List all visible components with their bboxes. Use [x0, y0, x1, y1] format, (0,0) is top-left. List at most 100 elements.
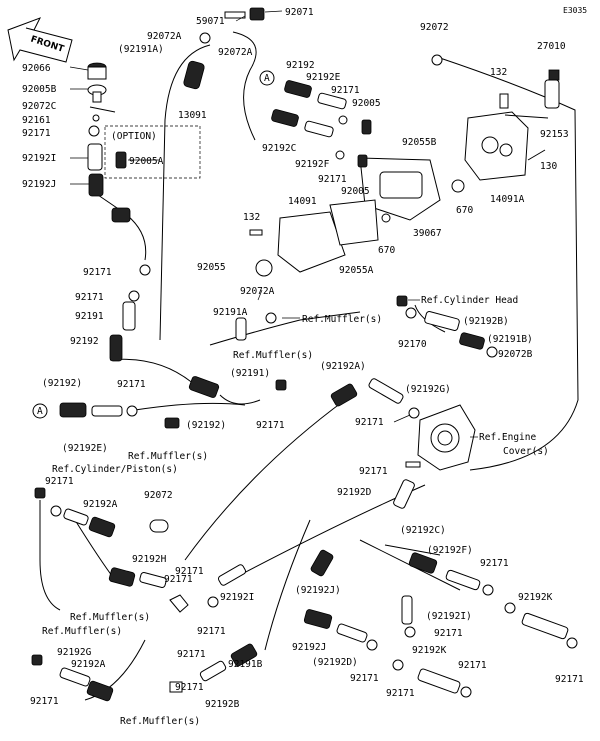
- hose-part: [59, 402, 87, 418]
- connector-line: [384, 544, 441, 556]
- part-label: 92171: [480, 558, 509, 569]
- diagram-code: E3035: [563, 6, 587, 15]
- clamp-part: [199, 32, 211, 44]
- connector-line: [184, 399, 346, 561]
- part-label: 92072A: [240, 286, 275, 297]
- part-label: 92171: [355, 417, 384, 428]
- bolt-part: [499, 93, 509, 109]
- connector-line: [97, 194, 147, 261]
- callout-a: A: [264, 73, 270, 84]
- clip-part: [405, 307, 417, 319]
- part-label: 92192I: [220, 592, 254, 603]
- part-label: 92191B: [228, 659, 263, 670]
- clip-part: [50, 505, 62, 517]
- clip-part: [392, 659, 404, 671]
- clip-part: [404, 626, 416, 638]
- part-label: 92171: [331, 85, 360, 96]
- grommet-part: [183, 60, 205, 90]
- connector-line: [439, 57, 579, 471]
- hose-part: [304, 120, 334, 138]
- part-label: 92171: [175, 566, 204, 577]
- front-arrow-icon: FRONT: [7, 17, 73, 63]
- connector-line: [134, 402, 246, 411]
- plate-part: [379, 171, 423, 199]
- hose-part: [336, 623, 368, 643]
- part-label: 92171: [45, 476, 74, 487]
- part-label: (92191): [230, 368, 270, 379]
- part-label: 92192: [286, 60, 315, 71]
- hose-part: [91, 405, 123, 417]
- leader-line: [393, 414, 411, 423]
- part-label: (92192D): [312, 657, 358, 668]
- clip-part: [335, 150, 345, 160]
- part-label: 92055B: [402, 137, 437, 148]
- clamp-part: [486, 346, 498, 358]
- hose-part: [109, 334, 123, 362]
- option-box: [104, 125, 201, 179]
- part-label: Ref.Muffler(s): [302, 314, 382, 325]
- part-label: 92170: [398, 339, 427, 350]
- part-label: 92192H: [132, 554, 167, 565]
- clamp-part: [431, 54, 443, 66]
- fitting-part: [361, 119, 372, 135]
- tee-fitting-part: [169, 594, 189, 613]
- hose-part: [87, 143, 103, 171]
- part-label: 92192K: [412, 645, 447, 656]
- part-label: 92072A: [218, 47, 253, 58]
- part-label: 92192D: [337, 487, 372, 498]
- hose-part: [217, 564, 247, 586]
- callout-a: A: [37, 406, 43, 417]
- part-label: Ref.Muffler(s): [42, 626, 122, 637]
- option-box-title: (OPTION): [111, 131, 157, 142]
- part-label: 92055A: [339, 265, 374, 276]
- part-label: (92192B): [463, 316, 509, 327]
- hose-part: [271, 109, 299, 127]
- hose-part: [408, 552, 438, 574]
- hose-part: [303, 609, 333, 629]
- part-label: Ref.Muffler(s): [128, 451, 208, 462]
- fitting-part: [396, 295, 408, 307]
- part-label: 92192F: [295, 159, 330, 170]
- part-label: 92005: [341, 186, 370, 197]
- part-label: 92072: [420, 22, 449, 33]
- part-label: Ref.Muffler(s): [233, 350, 313, 361]
- part-label: 92161: [22, 115, 51, 126]
- o-ring-part: [255, 259, 273, 277]
- part-label: 132: [490, 67, 507, 78]
- hose-part: [188, 376, 220, 398]
- part-label: 92171: [117, 379, 146, 390]
- part-label: Ref.Muffler(s): [120, 716, 200, 727]
- part-label: 92072A: [147, 31, 182, 42]
- hose-part: [417, 668, 461, 694]
- part-label: 92005: [352, 98, 381, 109]
- part-label: 92192C: [262, 143, 296, 154]
- hose-part: [86, 680, 114, 702]
- connector-line: [209, 311, 361, 346]
- part-label: 92072C: [22, 101, 56, 112]
- hose-part: [424, 310, 460, 332]
- part-label: 92171: [83, 267, 112, 278]
- leader-line: [264, 10, 283, 13]
- clip-part: [126, 405, 138, 417]
- hose-part: [310, 549, 334, 577]
- hose-part: [122, 301, 136, 331]
- part-label: (92192): [42, 378, 82, 389]
- part-label: Ref.Muffler(s): [70, 612, 150, 623]
- connector-line: [264, 519, 311, 651]
- part-label: 130: [540, 161, 557, 172]
- fitting-part: [357, 154, 368, 168]
- valve-part: [544, 69, 560, 109]
- fitting-part: [31, 654, 43, 666]
- o-ring-part: [381, 213, 391, 223]
- part-label: 92192: [70, 336, 99, 347]
- callout-a-circle: [259, 70, 275, 86]
- part-label: 92171: [75, 292, 104, 303]
- fitting-part: [164, 417, 180, 429]
- part-label: 92171: [458, 660, 487, 671]
- leader-line: [69, 66, 89, 71]
- part-label: 27010: [537, 41, 566, 52]
- hose-part: [401, 595, 413, 625]
- fitting-part: [275, 379, 287, 391]
- nipple-part: [249, 7, 265, 21]
- part-label: Ref.Cylinder/Piston(s): [52, 464, 178, 475]
